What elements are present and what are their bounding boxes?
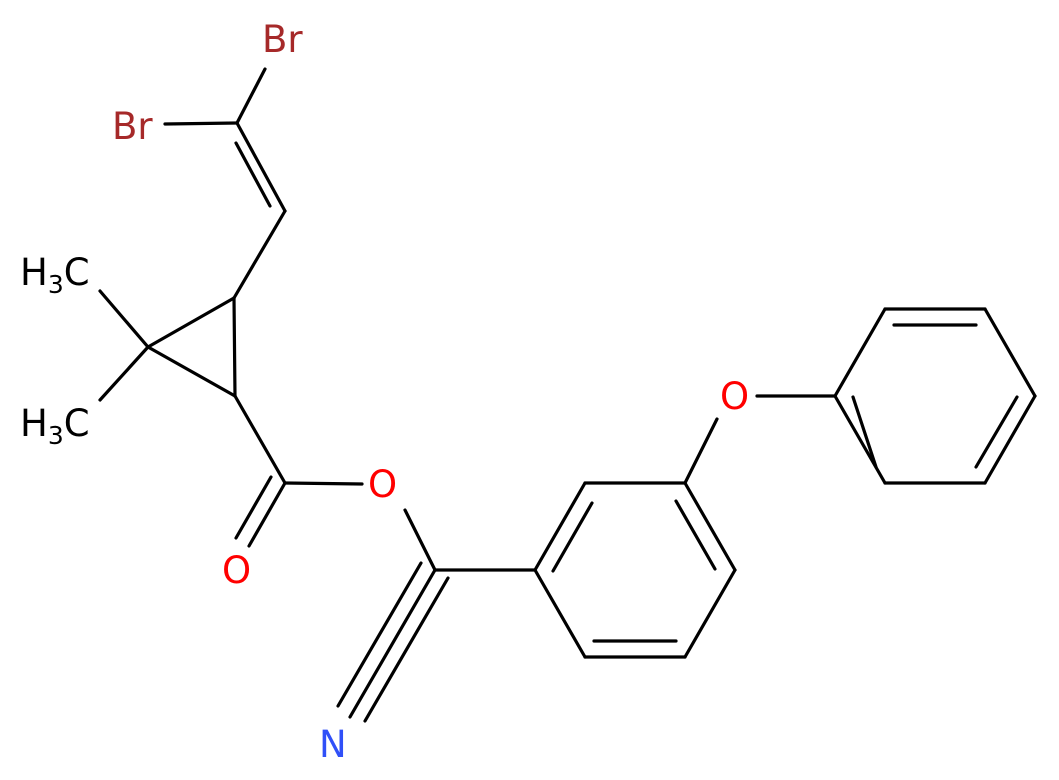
bond-phenyl-d (983, 394, 1037, 485)
bond-carbonyl-to-ester-oxygen (283, 481, 364, 486)
methyl-lower-c: C (64, 402, 90, 445)
bond-benzene1-to-ether-oxygen (683, 417, 719, 485)
bond-phenyl-f-inner (851, 395, 878, 469)
bond-methyl-lower (98, 345, 150, 402)
bond-phenyl-a (833, 307, 887, 398)
methyl-upper-c: C (64, 251, 90, 294)
methyl-lower-h: H (20, 402, 48, 445)
bond-carbonyl-double-2 (234, 475, 273, 540)
bond-phenyl-d-inner (974, 395, 1019, 469)
bond-phenyl-f (833, 394, 887, 485)
methyl-upper-h: H (20, 251, 48, 294)
bond-ring-left-bottom (146, 345, 237, 398)
bond-cbr2-br-top (235, 67, 267, 125)
nitrile-nitrogen-label: N (319, 723, 347, 766)
bond-nitrile-1 (348, 568, 437, 719)
bromine-top-label: Br (262, 18, 303, 61)
bond-vinyl-double-outer (235, 121, 287, 213)
bond-benzene1-a (533, 481, 587, 572)
bond-phenyl-c (983, 307, 1037, 398)
methyl-upper-label: H3C (20, 251, 90, 299)
bond-benzene1-a-inner (551, 501, 594, 573)
bond-nitrile-3 (363, 576, 450, 723)
bond-carbonyl-double-1 (247, 481, 287, 548)
bond-nitrile-2 (336, 561, 423, 708)
methyl-upper-subscript: 3 (48, 270, 64, 299)
methyl-lower-subscript: 3 (48, 421, 64, 450)
bond-ring-to-carbonyl (233, 394, 287, 485)
bond-vinyl-to-ring (232, 209, 287, 300)
bond-benzene1-c-inner (674, 499, 717, 571)
bond-ring-top-right (232, 296, 237, 398)
bromine-left-label: Br (112, 105, 153, 148)
ester-oxygen-label: O (368, 463, 397, 506)
ether-oxygen-label: O (720, 375, 749, 418)
carbonyl-oxygen-label: O (222, 549, 251, 592)
bond-ester-oxygen-to-ch (403, 508, 437, 572)
bond-benzene1-f (533, 568, 587, 659)
bond-ring-top-left (146, 296, 236, 349)
bond-cbr2-br-left (163, 121, 239, 126)
bond-vinyl-double-inner (234, 141, 272, 208)
bond-benzene1-d (683, 568, 737, 659)
bond-benzene1-c (683, 481, 737, 572)
bond-methyl-upper (98, 289, 150, 349)
methyl-lower-label: H3C (20, 402, 90, 450)
